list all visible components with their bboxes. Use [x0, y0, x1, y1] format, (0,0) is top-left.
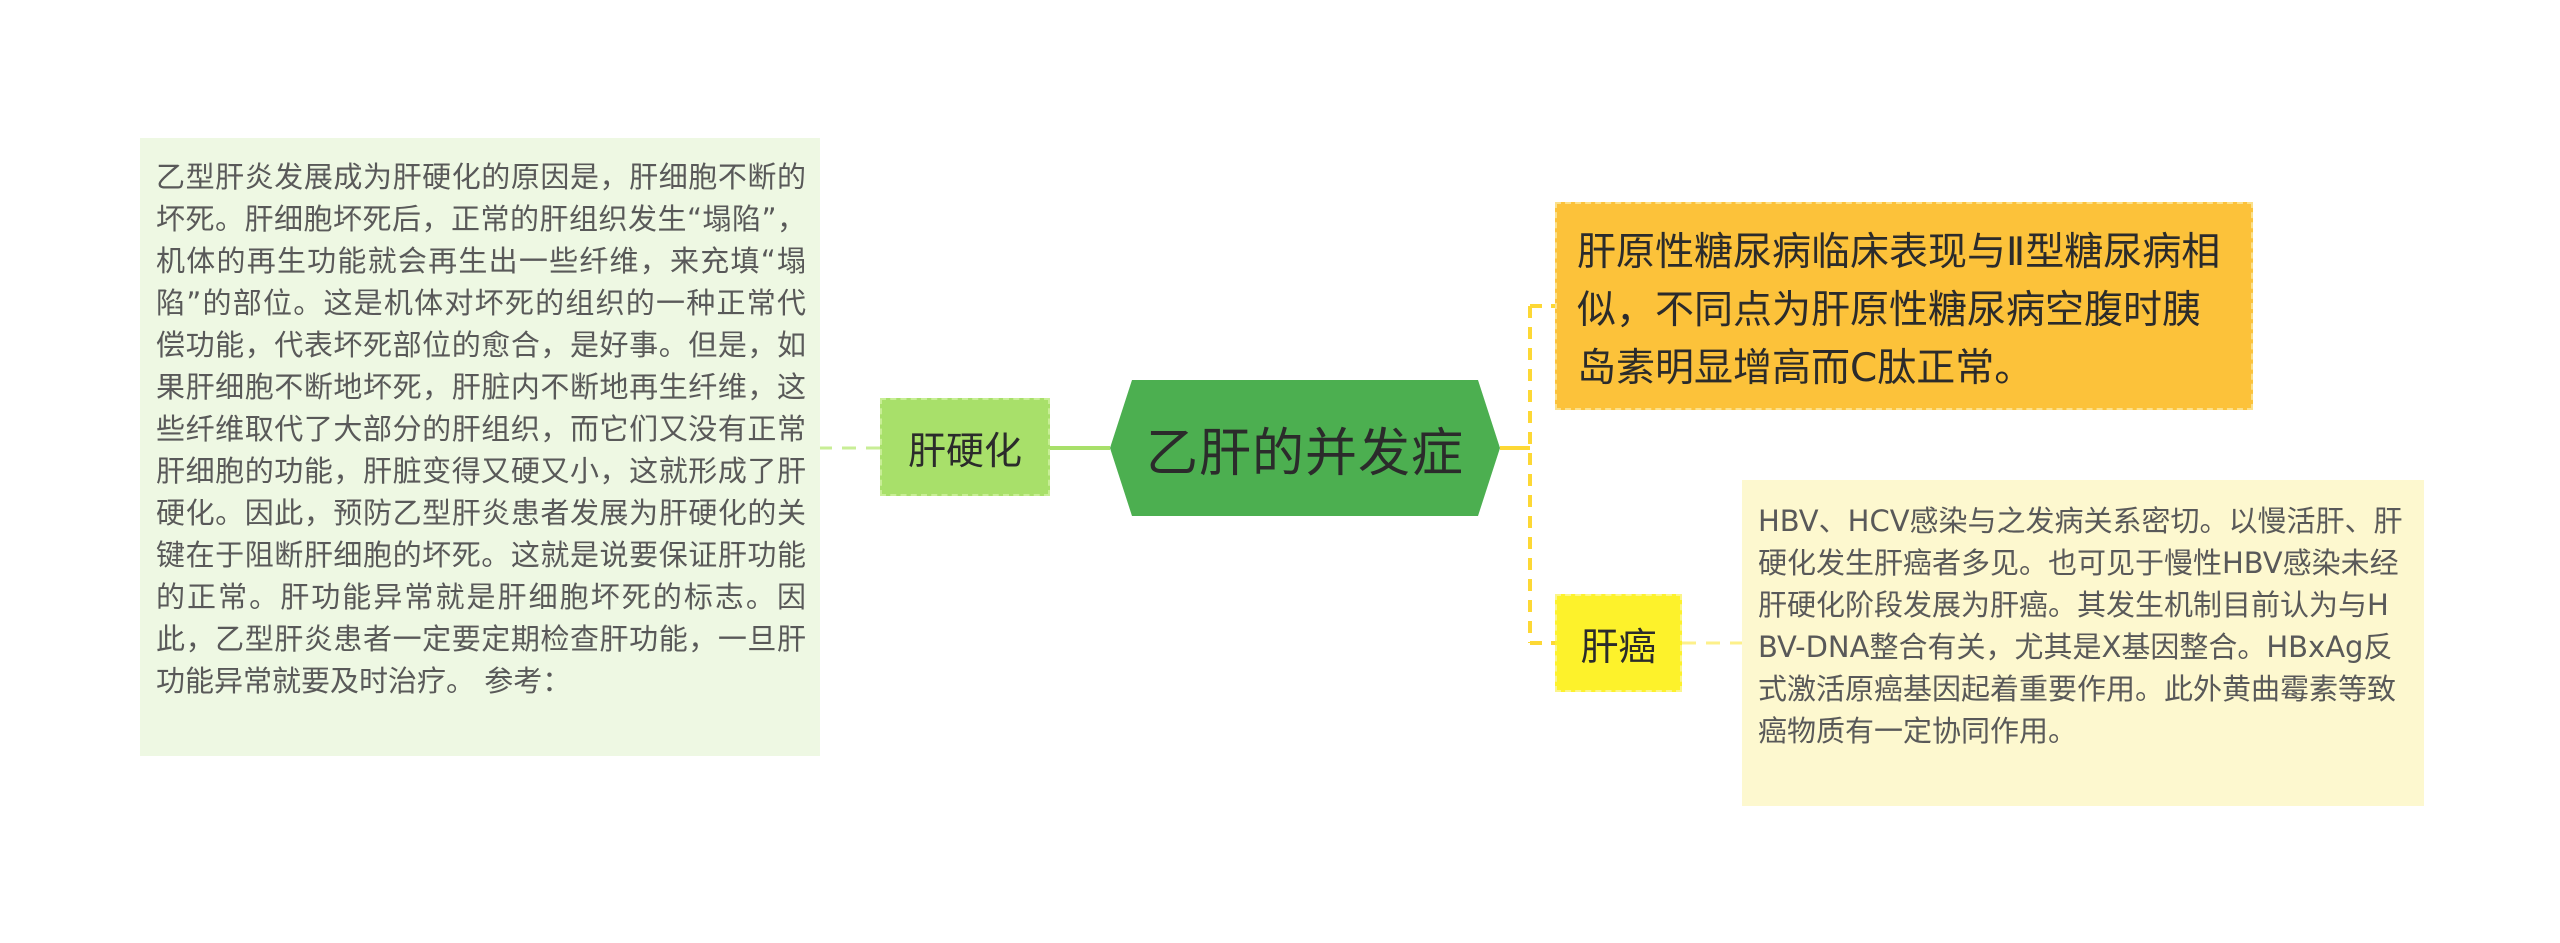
branch-hepatogenic-diabetes[interactable]: 肝原性糖尿病临床表现与Ⅱ型糖尿病相似，不同点为肝原性糖尿病空腹时胰岛素明显增高而…	[1555, 202, 2253, 410]
branch-liver-cancer[interactable]: 肝癌	[1555, 594, 1682, 692]
root-hexagon-shape	[1110, 380, 1500, 516]
leaf-liver-cirrhosis-detail[interactable]: 乙型肝炎发展成为肝硬化的原因是，肝细胞不断的坏死。肝细胞坏死后，正常的肝组织发生…	[140, 138, 820, 756]
root-title: 乙肝的并发症	[1145, 423, 1464, 484]
branch-liver-cirrhosis[interactable]: 肝硬化	[880, 398, 1050, 496]
leaf-liver-cancer-detail[interactable]: HBV、HCV感染与之发病关系密切。以慢活肝、肝硬化发生肝癌者多见。也可见于慢性…	[1742, 480, 2424, 806]
root-node[interactable]: 乙肝的并发症	[1110, 380, 1500, 516]
